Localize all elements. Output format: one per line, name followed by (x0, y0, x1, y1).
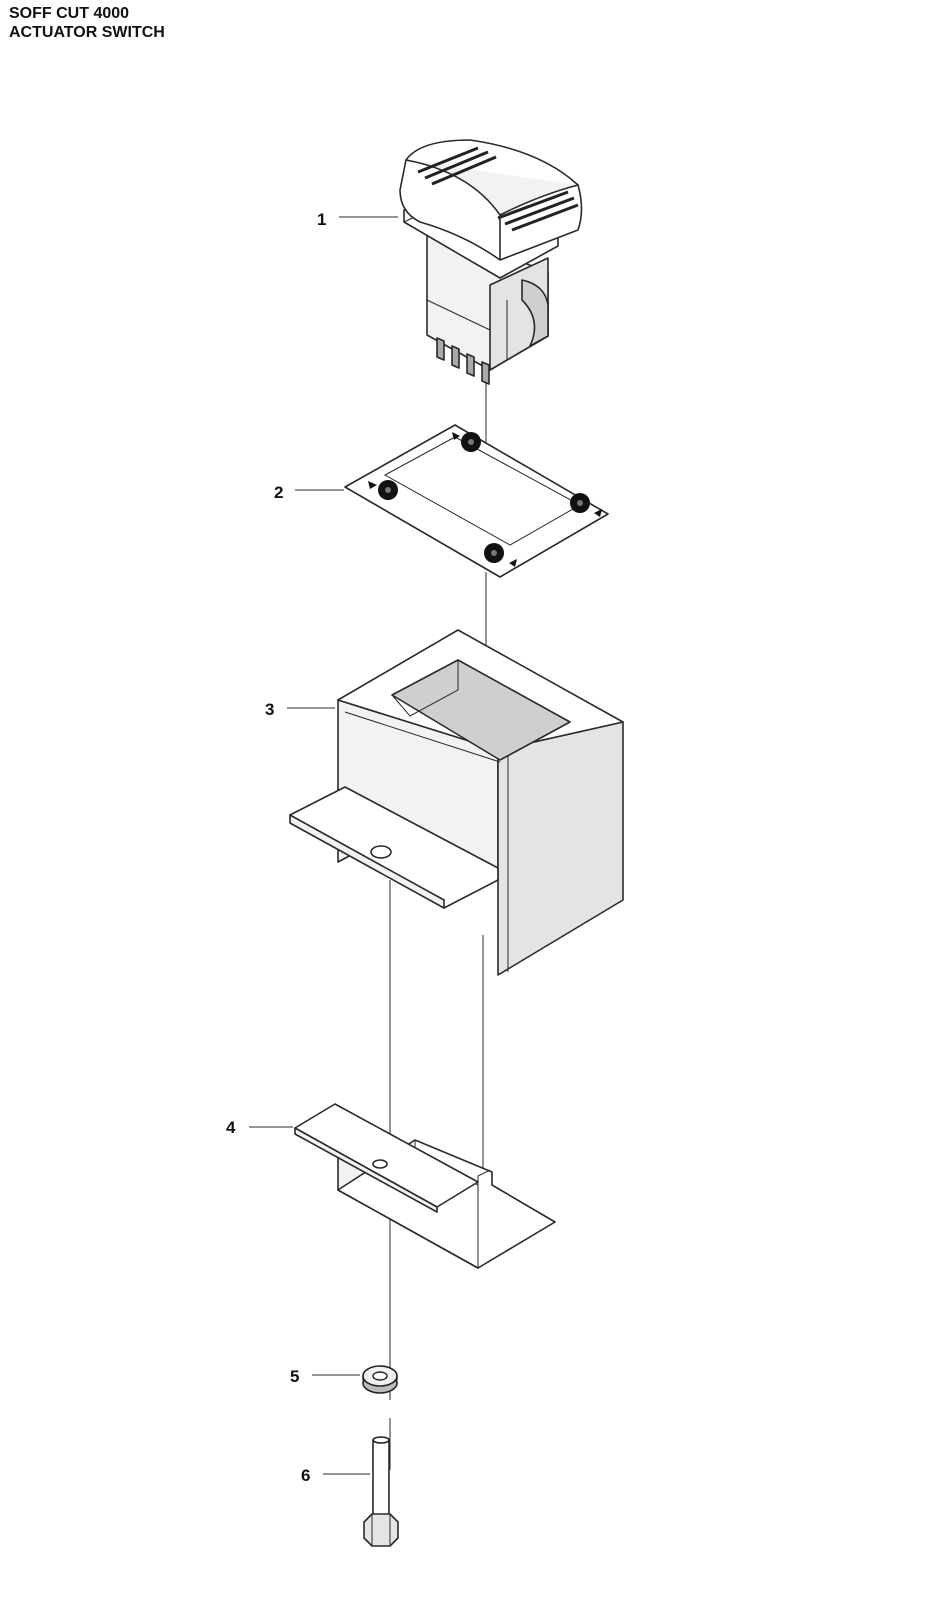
callout-label-2: 2 (274, 483, 283, 502)
diagram-title: SOFF CUT 4000 ACTUATOR SWITCH (9, 4, 165, 42)
callout-label-4: 4 (226, 1118, 236, 1137)
callout-label-3: 3 (265, 700, 274, 719)
callout-6: 6 (301, 1466, 370, 1485)
callout-3: 3 (265, 700, 335, 719)
callout-label-5: 5 (290, 1367, 299, 1386)
callout-1: 1 (317, 210, 398, 229)
part-2-gasket (344, 424, 609, 578)
part-1-actuator-switch (399, 139, 583, 385)
callout-label-6: 6 (301, 1466, 310, 1485)
callout-label-1: 1 (317, 210, 326, 229)
callout-4: 4 (226, 1118, 293, 1137)
part-6-bolt (363, 1436, 399, 1547)
title-line-1: SOFF CUT 4000 (9, 5, 130, 22)
callout-5: 5 (290, 1367, 360, 1386)
part-4-bracket (294, 1103, 556, 1269)
part-3-housing (289, 629, 624, 976)
title-line-2: ACTUATOR SWITCH (9, 24, 165, 41)
callout-2: 2 (274, 483, 344, 502)
part-5-washer (362, 1365, 398, 1394)
